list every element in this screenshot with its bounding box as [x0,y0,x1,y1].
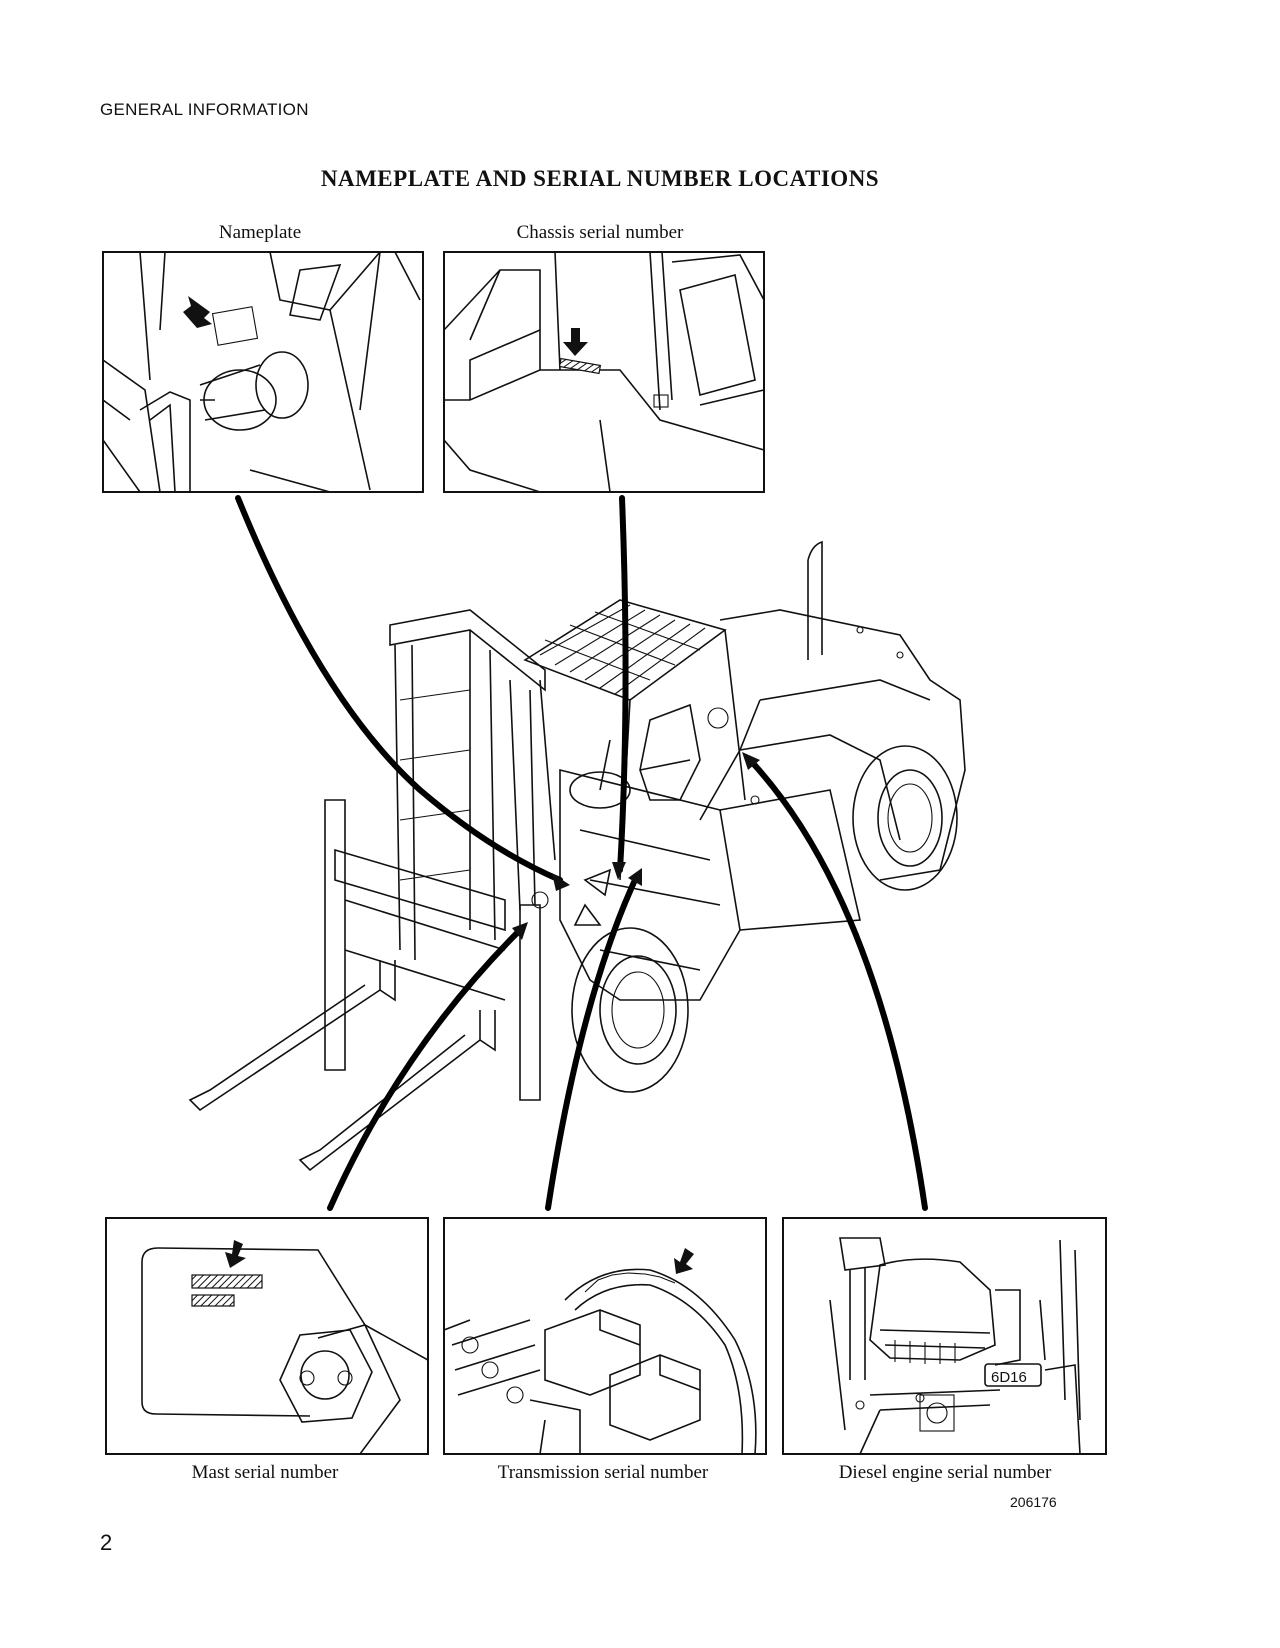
chassis-caption: Chassis serial number [516,222,684,243]
page-title: NAMEPLATE AND SERIAL NUMBER LOCATIONS [320,166,880,191]
transmission-inset [443,1217,767,1455]
mast-inset [105,1217,429,1455]
section-header: GENERAL INFORMATION [100,100,309,119]
mast-caption: Mast serial number [191,1462,339,1483]
nameplate-caption: Nameplate [218,222,302,243]
engine-plate-text: 6D16 [991,1369,1027,1386]
nameplate-inset [102,251,424,493]
leader-lines [235,495,928,1211]
engine-inset: 6D16 [782,1217,1107,1455]
engine-caption: Diesel engine serial number [838,1462,1052,1483]
transmission-caption: Transmission serial number [497,1462,709,1483]
forklift-illustration [188,540,966,1172]
figure-number: 206176 [1010,1494,1057,1510]
page-number: 2 [100,1530,113,1555]
chassis-inset [443,251,765,493]
